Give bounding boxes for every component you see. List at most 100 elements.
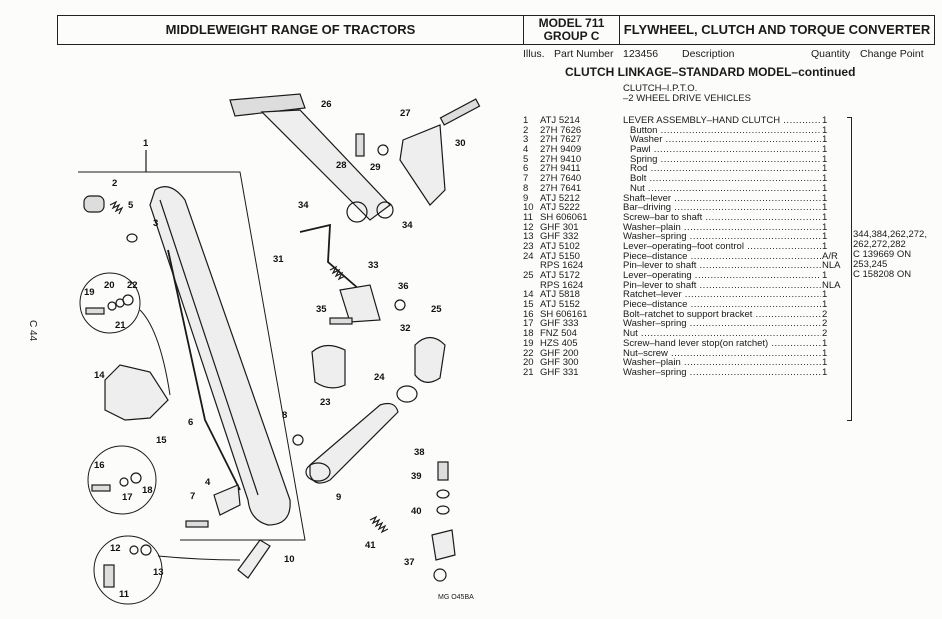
illus-number: 11: [523, 211, 533, 223]
illus-number: 4: [523, 144, 529, 156]
pedal-boss: [346, 201, 368, 223]
part-number: 27H 7640: [540, 173, 582, 185]
figure-reference: MG O45BA: [438, 594, 474, 601]
callout-number: 21: [115, 320, 126, 331]
screw-part: [85, 307, 105, 315]
hand-lever: [149, 186, 291, 526]
part-quantity: NLA: [821, 279, 841, 291]
part-quantity: 1: [821, 153, 828, 165]
leader-line: [157, 555, 241, 561]
nut-part: [122, 294, 134, 306]
support-bracket: [431, 529, 456, 561]
part-description: Washer–spring: [623, 232, 823, 242]
part-number: GHF 301: [540, 221, 579, 233]
callout-number: 26: [321, 99, 332, 110]
detail-circle: [79, 272, 141, 334]
ratchet-part: [104, 364, 169, 421]
header-divider: [619, 16, 620, 44]
illus-number: 8: [523, 182, 529, 194]
part-quantity: 1: [821, 337, 828, 349]
callout-number: 14: [94, 370, 105, 381]
part-description: Bolt–ratchet to support bracket: [623, 310, 823, 320]
callout-number: 8: [282, 410, 287, 421]
callout-number: 3: [153, 218, 158, 229]
illus-number: 24: [523, 250, 534, 262]
distance-piece: [396, 385, 418, 403]
range-title: MIDDLEWEIGHT RANGE OF TRACTORS: [165, 22, 416, 37]
illus-number: 21: [523, 366, 534, 378]
illus-number: 1: [523, 115, 529, 126]
callout-labels: 1234567891011121314151617181920212223242…: [84, 99, 466, 600]
part-description: Pawl: [630, 145, 823, 155]
callout-number: 24: [374, 372, 385, 383]
callout-number: 29: [370, 162, 381, 173]
part-number: ATJ 5214: [540, 115, 580, 126]
part-description: Ratchet–lever: [623, 290, 823, 300]
leader-line: [139, 309, 171, 396]
part-number: GHF 333: [540, 318, 579, 330]
part-description: Washer: [630, 135, 823, 145]
subheading: CLUTCH–I.P.T.O.: [623, 83, 698, 94]
callout-number: 16: [94, 460, 105, 471]
col-quantity: Quantity: [811, 48, 851, 60]
nut-part: [377, 144, 389, 156]
illus-number: 23: [523, 240, 534, 252]
callout-number: 23: [320, 397, 331, 408]
part-number: ATJ 5818: [540, 289, 580, 301]
callout-number: 6: [188, 417, 193, 428]
assembly-outline: [78, 171, 306, 541]
part-description: LEVER ASSEMBLY–HAND CLUTCH: [623, 116, 823, 126]
part-quantity: 1: [821, 221, 828, 233]
part-quantity: 1: [821, 347, 828, 359]
nut-part: [394, 299, 406, 311]
illus-number: 13: [523, 231, 534, 243]
part-number: GHF 332: [540, 231, 579, 243]
part-number: 27H 9410: [540, 153, 582, 165]
part-number: SH 606161: [540, 308, 588, 320]
part-quantity: 1: [821, 134, 828, 146]
part-number: RPS 1624: [540, 260, 584, 272]
part-quantity: 1: [821, 270, 828, 281]
part-description: Washer–plain: [623, 358, 823, 368]
pedal-arm: [260, 109, 391, 221]
illus-number: 6: [523, 163, 529, 175]
part-number: ATJ 5102: [540, 240, 580, 252]
model-group-box: MODEL 711 GROUP C: [524, 17, 619, 43]
callout-number: 37: [404, 557, 415, 568]
callout-number: 9: [336, 492, 341, 503]
part-description: Washer–plain: [623, 223, 823, 233]
part-description: Nut–screw: [623, 349, 823, 359]
callout-number: 7: [190, 491, 195, 502]
illus-number: 15: [523, 299, 534, 311]
pin-part: [329, 317, 353, 325]
spring-part: [369, 515, 389, 534]
part-description: Nut: [630, 184, 823, 194]
illus-number: 14: [523, 289, 534, 301]
part-description: Washer–spring: [623, 368, 823, 378]
model-label: MODEL 711: [538, 16, 605, 30]
group-label: GROUP C: [543, 29, 600, 43]
washer-part: [140, 544, 152, 556]
part-number: 27H 9409: [540, 144, 582, 156]
illus-number: 3: [523, 134, 529, 146]
foot-control-lever: [311, 344, 346, 389]
detail-circle: [87, 445, 157, 515]
part-number: ATJ 5150: [540, 250, 580, 262]
change-points: 344,384,262,272, 262,272,282 C 139669 ON…: [853, 230, 927, 280]
subheading: –2 WHEEL DRIVE VEHICLES: [623, 93, 751, 104]
